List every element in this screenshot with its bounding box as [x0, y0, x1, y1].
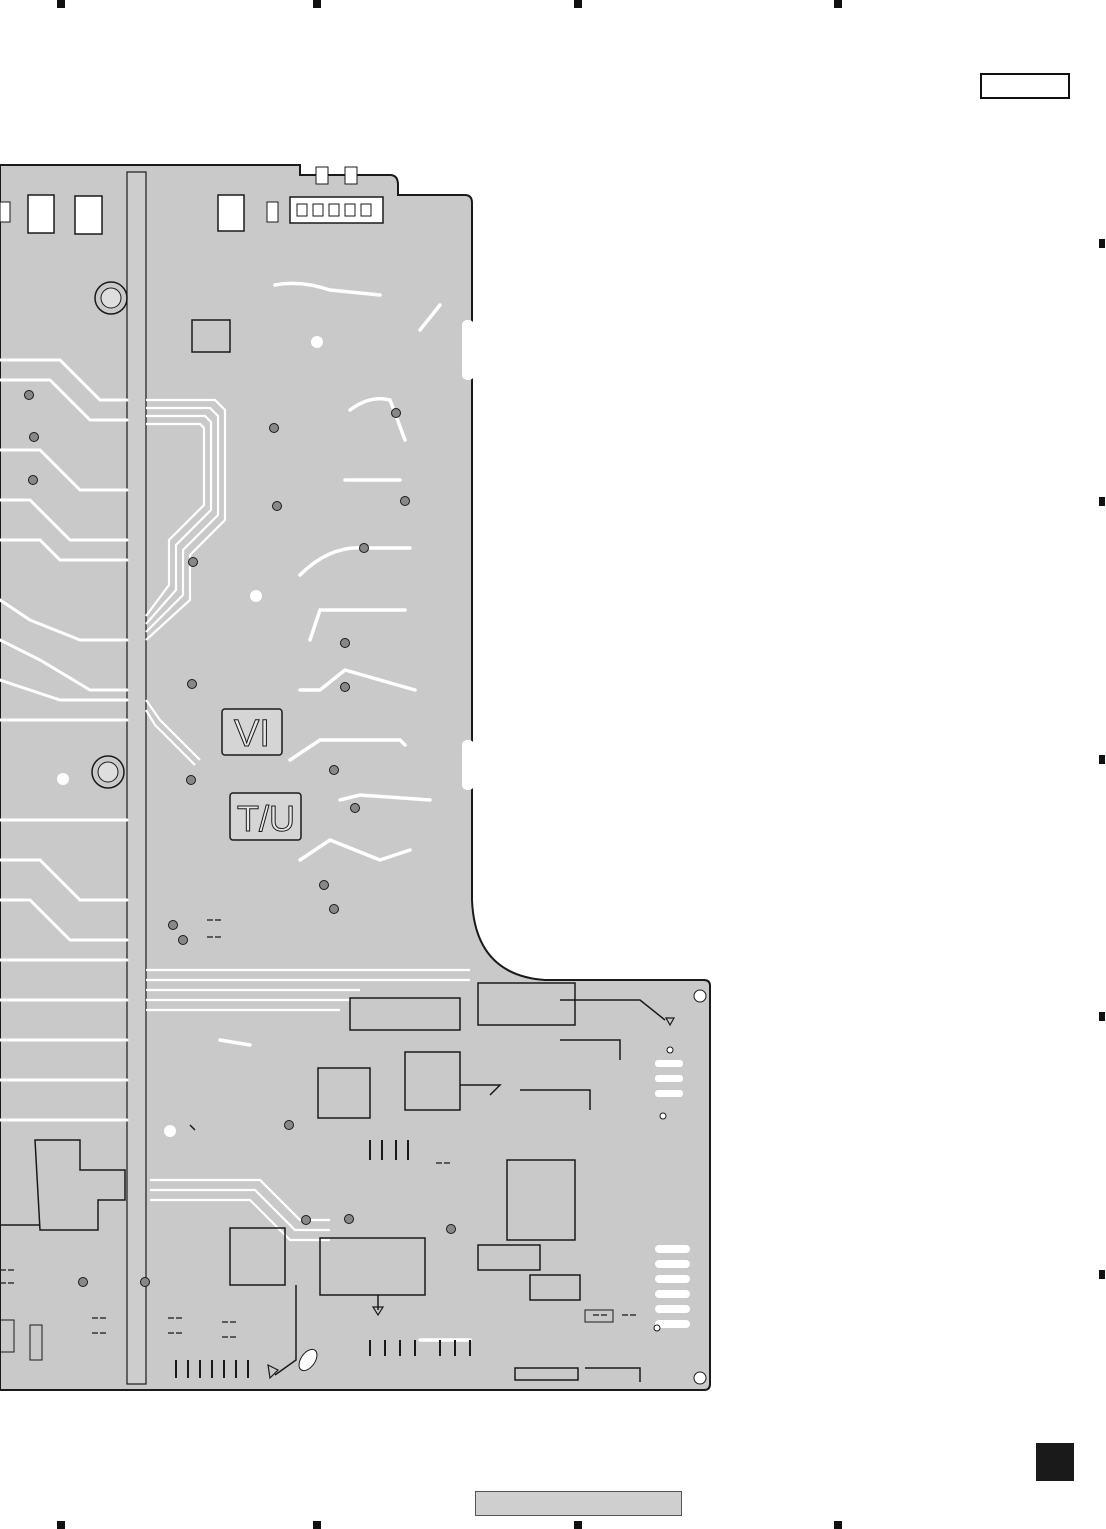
label-vi-text: VI: [234, 713, 270, 755]
silkscreen-label-vi: VI: [222, 709, 282, 755]
connector-tab: [316, 167, 328, 184]
board-notch: [462, 740, 474, 790]
silkscreen-label-tu: T/U: [230, 793, 301, 840]
mounting-hole-small: [694, 1372, 706, 1384]
connector-tab: [345, 167, 357, 184]
connector-header: [290, 197, 383, 223]
pad-rect: [0, 202, 10, 222]
board-notch: [462, 320, 474, 380]
board-divider-strip: [127, 172, 146, 1384]
mounting-hole-small: [694, 990, 706, 1002]
pad-rect: [267, 202, 278, 222]
label-tu-text: T/U: [237, 798, 295, 839]
